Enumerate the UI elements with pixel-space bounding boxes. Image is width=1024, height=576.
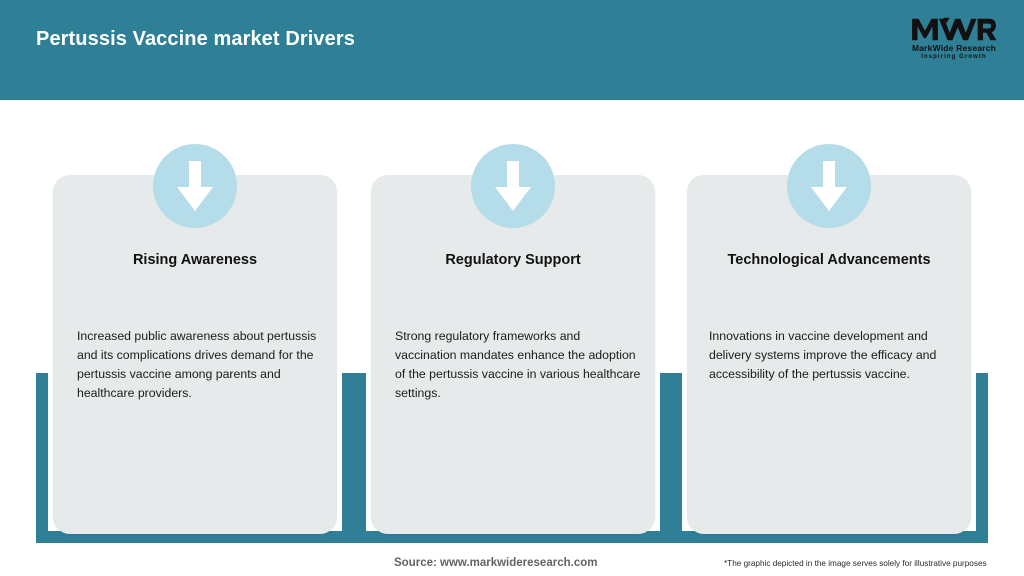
mwr-logo-icon bbox=[912, 17, 997, 41]
driver-card-group: Rising Awareness Increased public awaren… bbox=[36, 0, 354, 576]
source-note: Source: www.markwideresearch.com bbox=[394, 557, 598, 569]
card-frame-right-bar bbox=[976, 373, 988, 543]
page-title: Pertussis Vaccine market Drivers bbox=[36, 28, 355, 50]
driver-card[interactable]: Rising Awareness Increased public awaren… bbox=[53, 175, 337, 534]
card-frame-left-bar bbox=[670, 373, 682, 543]
card-frame-left-bar bbox=[354, 373, 366, 543]
driver-card-title: Rising Awareness bbox=[132, 252, 258, 268]
brand-logo: MarkWide Research Inspiring Growth bbox=[902, 8, 1006, 68]
arrow-down-icon bbox=[153, 144, 237, 228]
arrow-down-icon bbox=[471, 144, 555, 228]
card-frame-bottom-bar bbox=[36, 531, 354, 543]
arrow-down-icon bbox=[787, 144, 871, 228]
driver-card-group: Technological Advancements Innovations i… bbox=[670, 0, 988, 576]
driver-card-group: Regulatory Support Strong regulatory fra… bbox=[354, 0, 672, 576]
driver-card-body: Innovations in vaccine development and d… bbox=[709, 329, 937, 381]
header-band: Pertussis Vaccine market Drivers MarkWid… bbox=[0, 0, 1024, 100]
card-frame-right-bar bbox=[342, 373, 354, 543]
logo-name: MarkWide Research bbox=[911, 43, 997, 53]
driver-card-body: Strong regulatory frameworks and vaccina… bbox=[395, 329, 641, 400]
driver-card-title: Regulatory Support bbox=[445, 252, 581, 268]
driver-card[interactable]: Technological Advancements Innovations i… bbox=[687, 175, 971, 534]
driver-card-body: Increased public awareness about pertuss… bbox=[77, 329, 317, 400]
logo-tagline: Inspiring Growth bbox=[921, 54, 987, 60]
driver-card-title: Technological Advancements bbox=[727, 252, 931, 268]
card-frame-bottom-bar bbox=[670, 531, 988, 543]
disclaimer-note: *The graphic depicted in the image serve… bbox=[724, 559, 987, 568]
driver-card[interactable]: Regulatory Support Strong regulatory fra… bbox=[371, 175, 655, 534]
card-frame-left-bar bbox=[36, 373, 48, 543]
card-frame-bottom-bar bbox=[354, 531, 672, 543]
card-frame-right-bar bbox=[660, 373, 672, 543]
